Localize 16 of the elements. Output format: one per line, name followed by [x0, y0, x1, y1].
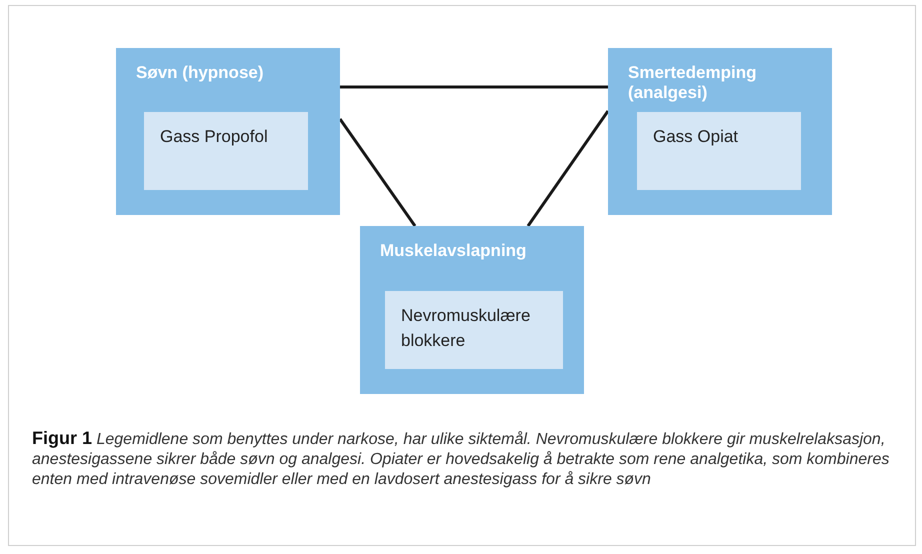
category-box — [116, 48, 340, 215]
drug-list: Gass Opiat — [653, 124, 813, 149]
category-heading: Muskelavslapning — [380, 241, 528, 261]
drug-list-box — [144, 112, 308, 190]
category-box — [360, 226, 584, 394]
category-box — [608, 48, 832, 215]
connector-line — [338, 118, 416, 227]
drug-list: Gass Propofol — [160, 124, 320, 149]
connector-line — [526, 110, 610, 227]
category-heading: Smertedemping (analgesi) — [628, 63, 758, 103]
drug-list: Nevromuskulære blokkere — [401, 303, 561, 353]
drug-list-box — [385, 291, 563, 369]
connector-line — [340, 86, 608, 88]
figure-caption: Figur 1 Legemidlene som benyttes under narkose, har ulike siktemål. Nevromuskulære blokkere gir muskelrelaksasjon, anestesigassene sikrer både søvn og analgesi. Opiater er hovedsakelig å betrakte som rene analgetika, som kombineres enten med intravenøse sovemidler eller med en lavdosert anestesigass for å sikre søvn — [32, 428, 890, 490]
category-heading: Søvn (hypnose) — [136, 63, 265, 83]
drug-list-box — [637, 112, 801, 190]
